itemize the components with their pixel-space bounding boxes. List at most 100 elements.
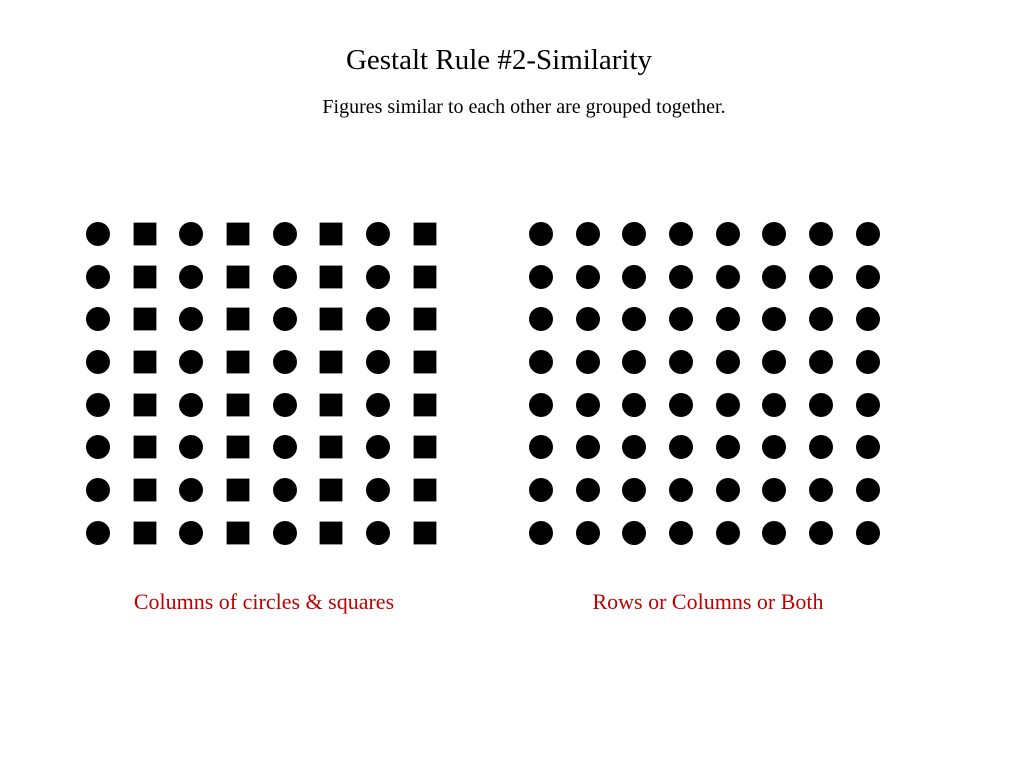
circle-shape — [669, 478, 694, 503]
circle-shape — [86, 222, 110, 246]
square-shape — [413, 307, 437, 331]
circle-shape — [669, 435, 694, 460]
circle-shape — [669, 307, 694, 332]
circle-shape — [529, 350, 553, 375]
square-shape — [413, 478, 437, 502]
circle-shape — [809, 478, 834, 503]
circle-shape — [272, 307, 297, 332]
circle-shape — [809, 435, 834, 460]
circle-shape — [86, 264, 110, 289]
circle-shape — [179, 264, 204, 289]
circle-shape — [669, 520, 694, 545]
circle-shape — [715, 520, 740, 545]
circle-shape — [272, 350, 297, 375]
circle-shape — [86, 435, 110, 460]
circle-shape — [715, 264, 740, 289]
circle-shape — [669, 392, 694, 417]
circle-shape — [669, 264, 694, 289]
circle-shape — [575, 520, 600, 545]
square-shape — [320, 265, 343, 289]
circle-shape — [366, 350, 391, 375]
right-figure-caption: Rows or Columns or Both — [592, 589, 824, 614]
circles-squares-grid — [86, 222, 437, 545]
circle-shape — [529, 222, 553, 246]
circle-shape — [715, 435, 740, 460]
square-shape — [133, 393, 157, 417]
circle-shape — [622, 307, 647, 332]
square-shape — [133, 478, 157, 502]
circle-shape — [809, 520, 834, 545]
circle-shape — [366, 307, 391, 332]
square-shape — [226, 350, 250, 374]
circle-shape — [622, 350, 647, 375]
circle-shape — [366, 264, 391, 289]
circle-shape — [855, 222, 880, 246]
circle-shape — [366, 392, 391, 417]
circle-shape — [529, 264, 553, 289]
circle-shape — [529, 520, 553, 545]
circle-shape — [762, 435, 787, 460]
circle-shape — [179, 392, 204, 417]
circle-shape — [622, 478, 647, 503]
circle-shape — [272, 264, 297, 289]
square-shape — [413, 265, 437, 289]
circle-shape — [179, 520, 204, 545]
circle-shape — [575, 350, 600, 375]
circle-shape — [179, 350, 204, 375]
circle-shape — [529, 307, 553, 332]
circle-shape — [715, 350, 740, 375]
circle-shape — [809, 392, 834, 417]
circle-shape — [529, 478, 553, 503]
square-shape — [226, 393, 250, 417]
square-shape — [226, 265, 250, 289]
circle-shape — [762, 520, 787, 545]
square-shape — [413, 393, 437, 417]
circle-shape — [179, 307, 204, 332]
square-shape — [320, 222, 343, 246]
circle-shape — [86, 478, 110, 503]
circle-shape — [86, 307, 110, 332]
square-shape — [320, 436, 343, 459]
circle-shape — [809, 350, 834, 375]
square-shape — [320, 521, 343, 545]
circle-shape — [575, 392, 600, 417]
circle-shape — [272, 478, 297, 503]
circle-shape — [272, 222, 297, 246]
circle-shape — [855, 264, 880, 289]
square-shape — [226, 307, 250, 331]
circle-shape — [762, 350, 787, 375]
left-figure-caption: Columns of circles & squares — [133, 589, 395, 614]
circle-shape — [529, 392, 553, 417]
circle-shape — [86, 392, 110, 417]
circle-shape — [715, 222, 740, 246]
circle-shape — [366, 520, 391, 545]
square-shape — [133, 521, 157, 545]
circle-shape — [762, 392, 787, 417]
circle-shape — [366, 478, 391, 503]
square-shape — [413, 350, 437, 374]
circle-shape — [762, 307, 787, 332]
circle-shape — [855, 478, 880, 503]
circle-shape — [762, 264, 787, 289]
circle-shape — [809, 222, 834, 246]
circle-shape — [272, 392, 297, 417]
square-shape — [226, 436, 250, 459]
square-shape — [226, 521, 250, 545]
circle-shape — [622, 435, 647, 460]
square-shape — [320, 350, 343, 374]
square-shape — [133, 307, 157, 331]
circle-shape — [809, 264, 834, 289]
square-shape — [226, 478, 250, 502]
square-shape — [413, 222, 437, 246]
circle-shape — [366, 222, 391, 246]
circle-shape — [715, 392, 740, 417]
circle-shape — [669, 222, 694, 246]
circle-shape — [855, 435, 880, 460]
circle-shape — [622, 392, 647, 417]
square-shape — [320, 478, 343, 502]
circle-shape — [622, 264, 647, 289]
circle-shape — [669, 350, 694, 375]
circle-shape — [715, 307, 740, 332]
circle-shape — [855, 392, 880, 417]
square-shape — [133, 436, 157, 459]
